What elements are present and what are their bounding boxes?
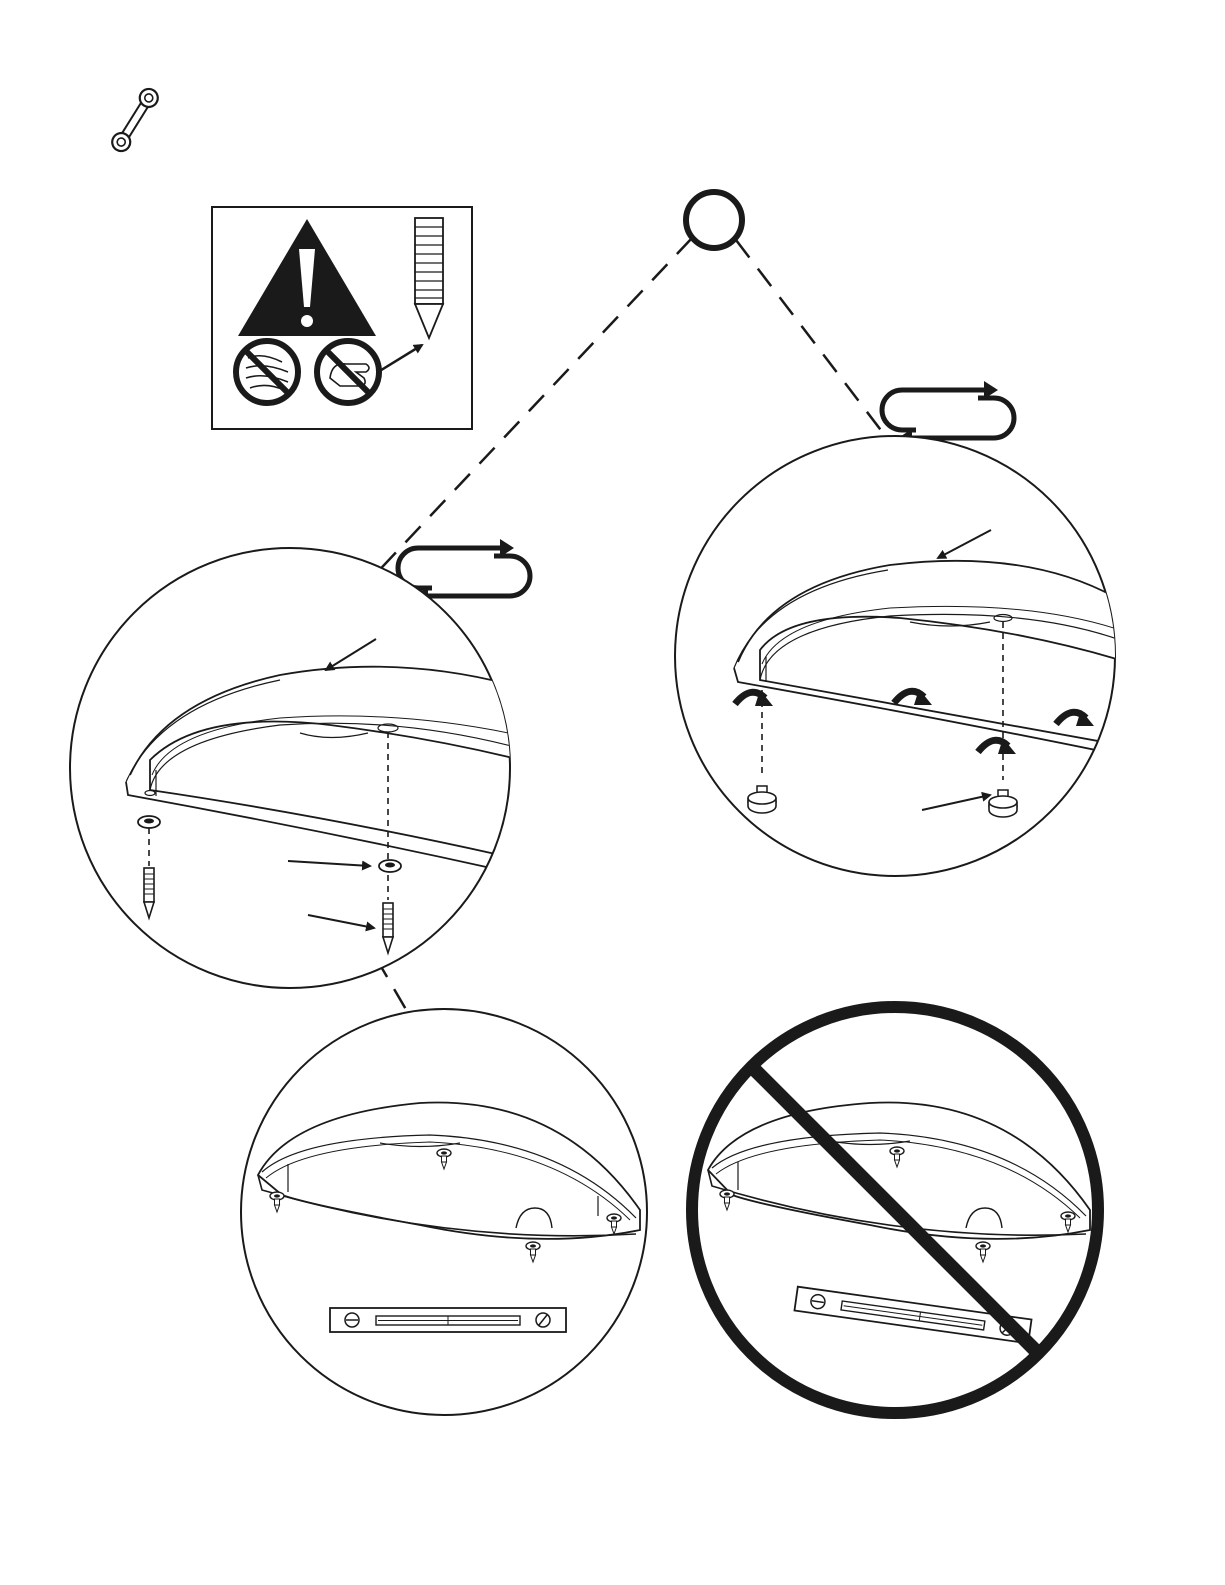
no-wood-floor-icon: [236, 341, 298, 403]
warning-box: [212, 207, 472, 429]
level-correct-panel: [241, 1009, 647, 1415]
spirit-level: [330, 1308, 566, 1332]
level-wrong-panel: [692, 1007, 1098, 1413]
lock-nut: [138, 816, 160, 828]
cup-install-panel: [675, 436, 1120, 876]
lock-nut: [379, 860, 401, 872]
spike-install-panel: [70, 548, 560, 988]
wrench-icon: [109, 86, 161, 155]
step-ring-icon: [686, 192, 742, 248]
no-touch-spike-icon: [317, 341, 379, 403]
